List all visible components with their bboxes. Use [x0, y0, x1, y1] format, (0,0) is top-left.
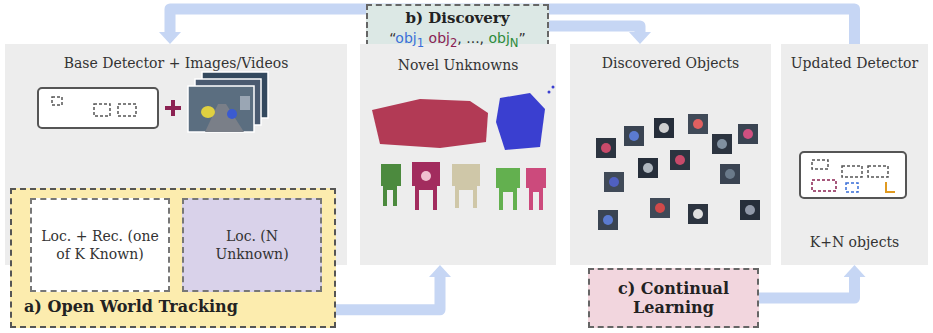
panel-title: Updated Detector	[791, 54, 918, 72]
image-stack	[188, 86, 254, 132]
panel-title: Discovered Objects	[602, 54, 739, 72]
stage-panel: Novel Unknowns	[360, 44, 556, 265]
unknown-object-masks	[372, 99, 488, 148]
updated-detector-icon	[812, 180, 836, 191]
discovered-thumbnails	[598, 210, 618, 230]
detector-icon	[38, 88, 158, 128]
discovered-thumbnails	[712, 134, 732, 154]
updated-detector-icon	[800, 152, 906, 198]
image-stack	[205, 104, 244, 132]
stage-panel: Updated DetectorK+N objects	[781, 44, 928, 265]
discovered-thumbnails	[596, 138, 616, 158]
token: ”	[519, 30, 526, 46]
discovered-thumbnails	[604, 172, 624, 192]
discovered-thumbnails	[629, 131, 639, 141]
unknown-object-masks	[372, 86, 555, 211]
updated-detector-icon	[842, 166, 862, 177]
detector-icon	[38, 88, 158, 128]
discovered-thumbnails	[655, 203, 665, 213]
subscript: 2	[450, 35, 457, 49]
image-stack	[188, 72, 268, 132]
unknown-object-masks	[412, 162, 440, 210]
known-box: Loc. + Rec. (one of K Known)	[30, 198, 170, 292]
step-title: c) Continual Learning	[598, 279, 749, 317]
discovered-thumbnails	[688, 114, 708, 134]
discovered-thumbnails	[693, 209, 703, 219]
detector-icon	[118, 104, 136, 116]
plus-symbol	[165, 100, 181, 116]
step-title: b) Discovery	[406, 9, 510, 29]
plus-symbol	[165, 100, 181, 116]
unknown-object-masks	[452, 164, 480, 208]
token: obj	[429, 30, 450, 46]
discovered-thumbnails	[654, 118, 674, 138]
token: “	[389, 30, 395, 46]
discovered-thumbnails	[688, 204, 708, 224]
flow-arrow	[336, 277, 440, 310]
image-stack	[202, 72, 268, 118]
discovered-thumbnails	[743, 129, 753, 139]
discovered-thumbnails	[643, 163, 653, 173]
image-stack	[240, 96, 250, 110]
panel-title: Base Detector + Images/Videos	[64, 54, 289, 72]
discovered-thumbnails	[745, 205, 755, 215]
discovered-thumbnails	[738, 124, 758, 144]
updated-detector-icon	[868, 166, 888, 177]
object-list: “obj1 obj2, ..., objN”	[389, 29, 526, 51]
image-stack	[201, 106, 215, 118]
discovered-thumbnails	[720, 164, 740, 184]
unknown-object-masks	[526, 168, 546, 210]
discovered-thumbnails	[638, 158, 658, 178]
token: ...,	[466, 30, 484, 46]
token: ,	[457, 30, 461, 46]
discovered-thumbnails	[603, 215, 613, 225]
unknown-object-masks	[548, 91, 551, 94]
discovered-thumbnails	[670, 150, 690, 170]
image-stack	[195, 79, 261, 125]
unknown-object-masks	[496, 93, 545, 150]
box-text: Loc. (N Unknown)	[192, 227, 312, 263]
discovered-thumbnails	[725, 169, 735, 179]
discovered-thumbnails	[717, 139, 727, 149]
subscript: N	[510, 35, 519, 49]
updated-detector-icon	[812, 160, 828, 169]
flow-arrow	[759, 277, 855, 298]
token: obj	[489, 30, 510, 46]
panel-title: Novel Unknowns	[398, 56, 519, 74]
flow-arrow	[549, 26, 640, 32]
unknown-box: Loc. (N Unknown)	[182, 198, 322, 292]
unknown-object-masks	[496, 168, 520, 210]
unknown-object-masks	[421, 171, 431, 181]
discovered-thumbnails	[624, 126, 644, 146]
discovered-thumbnails	[609, 177, 619, 187]
stage-panel: Discovered Objects	[570, 44, 771, 265]
discovered-thumbnails	[675, 155, 685, 165]
learning-box: c) Continual Learning	[588, 268, 759, 328]
subscript: 1	[417, 35, 424, 49]
updated-detector-icon	[886, 182, 895, 192]
token: obj	[395, 30, 416, 46]
updated-detector-icon	[800, 152, 906, 198]
discovered-thumbnails	[650, 198, 670, 218]
updated-detector-icon	[846, 183, 858, 192]
image-stack	[227, 109, 237, 119]
unknown-object-masks	[552, 86, 555, 89]
discovered-thumbnails	[601, 143, 611, 153]
count-text: K+N objects	[810, 233, 900, 265]
unknown-object-masks	[381, 164, 401, 206]
detector-icon	[94, 104, 110, 116]
discovered-thumbnails	[693, 119, 703, 129]
discovered-thumbnails	[740, 200, 760, 220]
step-title: a) Open World Tracking	[24, 297, 322, 318]
detector-icon	[52, 97, 62, 105]
box-text: Loc. + Rec. (one of K Known)	[40, 227, 160, 263]
discovered-thumbnails	[596, 114, 760, 230]
discovery-box: b) Discovery“obj1 obj2, ..., objN”	[366, 4, 549, 55]
tracking-box: a) Open World Tracking Loc. + Rec. (one o…	[10, 188, 336, 328]
discovered-thumbnails	[659, 123, 669, 133]
